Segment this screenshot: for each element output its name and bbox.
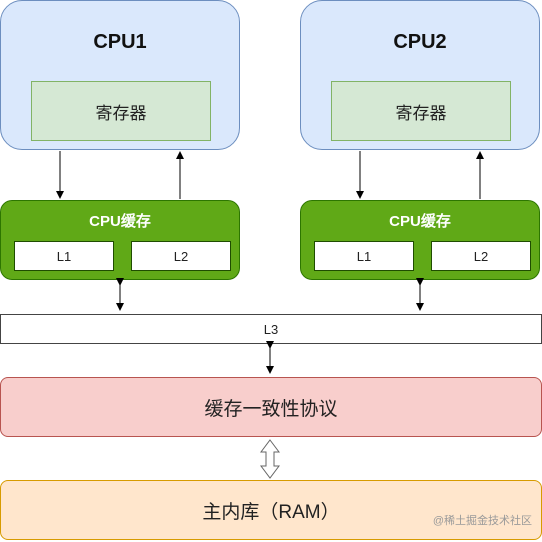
cpu1-title: CPU1 [93, 31, 147, 53]
cache-coherence-protocol: 缓存一致性协议 [0, 377, 542, 437]
cpu2-box: CPU2 寄存器 [300, 0, 540, 150]
cpu1-cache-box: CPU缓存 L1 L2 [0, 200, 240, 280]
main-memory-ram: 主内库（RAM） [0, 480, 542, 540]
cpu1-register: 寄存器 [31, 81, 211, 141]
cpu2-title: CPU2 [393, 31, 447, 53]
protocol-ram-hollow-arrow [260, 439, 280, 479]
cpu1-cache-title: CPU缓存 [89, 213, 151, 230]
cpu1-box: CPU1 寄存器 [0, 0, 240, 150]
cpu2-cache-title: CPU缓存 [389, 213, 451, 230]
watermark: @稀土掘金技术社区 [432, 515, 532, 527]
cpu2-l2-cache: L2 [431, 241, 531, 271]
cpu2-cache-box: CPU缓存 L1 L2 [300, 200, 540, 280]
cpu2-l1-cache: L1 [314, 241, 414, 271]
cpu1-l1-cache: L1 [14, 241, 114, 271]
cpu2-register: 寄存器 [331, 81, 511, 141]
cpu1-l2-cache: L2 [131, 241, 231, 271]
